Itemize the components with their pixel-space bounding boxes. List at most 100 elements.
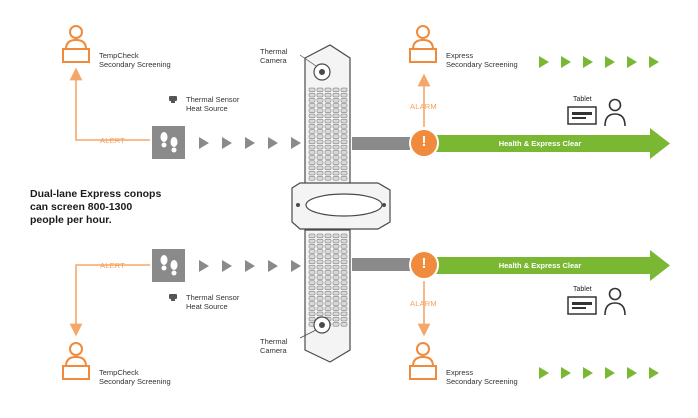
sensor-cell: [332, 254, 340, 259]
sensor-cell: [324, 296, 332, 301]
sensor-cell: [324, 160, 332, 165]
chevron-arrow: [245, 137, 255, 149]
sensor-cell: [308, 259, 316, 265]
sensor-cell: [316, 92, 324, 98]
chevron-arrow: [649, 367, 659, 379]
sensor-cell: [308, 103, 316, 108]
sensor-cell: [340, 244, 348, 249]
clear-label-lower: Health & Express Clear: [498, 261, 582, 270]
chevron-arrow: [627, 56, 637, 68]
sensor-cell: [308, 170, 316, 176]
walkthrough-gate-icon: [291, 44, 391, 363]
sensor-cell: [324, 259, 332, 265]
sensor-cell: [332, 139, 340, 145]
thermal-sensor-icon: [169, 294, 177, 301]
footprints-icon: [152, 249, 185, 282]
sensor-cell: [340, 254, 348, 259]
sensor-cell: [332, 103, 340, 108]
sensor-cell: [316, 124, 324, 129]
sensor-cell: [340, 290, 348, 296]
sensor-cell: [308, 254, 316, 259]
tempcheck-label-line: TempCheck: [99, 368, 139, 377]
thermal-camera-label-top: Thermal Camera: [260, 47, 288, 65]
clear-arrow-upper: [436, 128, 670, 159]
sensor-cell: [340, 87, 348, 93]
sensor-cell: [340, 316, 348, 322]
lane-bar-upper: [352, 137, 410, 150]
sensor-cell: [332, 176, 340, 181]
tablet-label-lower: Tablet: [573, 286, 592, 293]
sensor-cell: [332, 270, 340, 275]
alarm-symbol-lower: !: [421, 255, 427, 272]
thermal-sensor-label-bottom: Thermal Sensor Heat Source: [186, 293, 239, 311]
tempcheck-label-line: Secondary Screening: [99, 60, 171, 69]
chevron-arrow: [268, 260, 278, 272]
sensor-cell: [332, 280, 340, 285]
sensor-cell: [324, 244, 332, 249]
sensor-cell: [316, 254, 324, 259]
thermal-camera-icon: [299, 54, 331, 81]
alarm-symbol-upper: !: [421, 133, 427, 150]
person-at-desk-icon: [62, 25, 90, 63]
sensor-cell: [324, 113, 332, 119]
sensor-cell: [324, 150, 332, 155]
sensor-cell: [316, 238, 324, 244]
sensor-cell: [316, 290, 324, 296]
user-icon: [604, 287, 626, 316]
sensor-cell: [340, 98, 348, 103]
person-at-desk-icon: [62, 342, 90, 380]
sensor-cell: [316, 311, 324, 317]
thermal-camera-icon: [299, 316, 331, 339]
person-at-desk-icon: [409, 342, 437, 380]
sensor-cell: [308, 155, 316, 160]
camera-label-line: Thermal: [260, 47, 288, 56]
chevron-arrow: [222, 137, 232, 149]
sensor-cell: [332, 165, 340, 171]
sensor-cell: [308, 290, 316, 296]
sensor-cell: [324, 124, 332, 129]
alert-path-lower: [69, 264, 150, 337]
sensor-cell: [316, 129, 324, 134]
sensor-cell: [332, 150, 340, 155]
sensor-cell: [332, 160, 340, 165]
sensor-cell: [332, 290, 340, 296]
sensor-cell: [324, 176, 332, 181]
chevron-arrow: [605, 56, 615, 68]
express-label-line: Express: [446, 51, 474, 60]
sensor-cell: [332, 285, 340, 291]
sensor-cell: [332, 124, 340, 129]
sensor-cell: [316, 118, 324, 124]
sensor-cell: [324, 118, 332, 124]
tempcheck-label-top: TempCheck Secondary Screening: [99, 51, 171, 69]
alert-label-lower: ALERT: [100, 261, 126, 270]
tempcheck-label-line: TempCheck: [99, 51, 139, 60]
sensor-cell: [308, 176, 316, 181]
sensor-cell: [332, 259, 340, 265]
sensor-cell: [340, 129, 348, 134]
sensor-cell: [308, 264, 316, 270]
headline-line: can screen 800-1300: [30, 201, 133, 213]
sensor-cell: [324, 129, 332, 134]
alert-path-upper: [69, 67, 150, 141]
sensor-cell: [332, 306, 340, 311]
sensor-cell: [316, 264, 324, 270]
sensor-cell: [308, 316, 316, 322]
sensor-cell: [308, 92, 316, 98]
sensor-cell: [340, 270, 348, 275]
headline: Dual-lane Express conops can screen 800-…: [30, 188, 200, 227]
sensor-cell: [316, 155, 324, 160]
sensor-cell: [324, 108, 332, 113]
chevron-arrow: [291, 260, 301, 272]
headline-line: people per hour.: [30, 214, 112, 226]
sensor-cell: [340, 108, 348, 113]
sensor-cell: [308, 118, 316, 124]
sensor-cell: [340, 296, 348, 301]
sensor-cell: [316, 280, 324, 285]
sensor-cell: [340, 301, 348, 306]
sensor-cell: [324, 280, 332, 285]
sensor-cell: [324, 275, 332, 280]
thermal-camera-label-bottom: Thermal Camera: [260, 337, 288, 355]
sensor-cell: [324, 103, 332, 108]
sensor-cell: [340, 322, 348, 327]
sensor-cell: [308, 108, 316, 113]
